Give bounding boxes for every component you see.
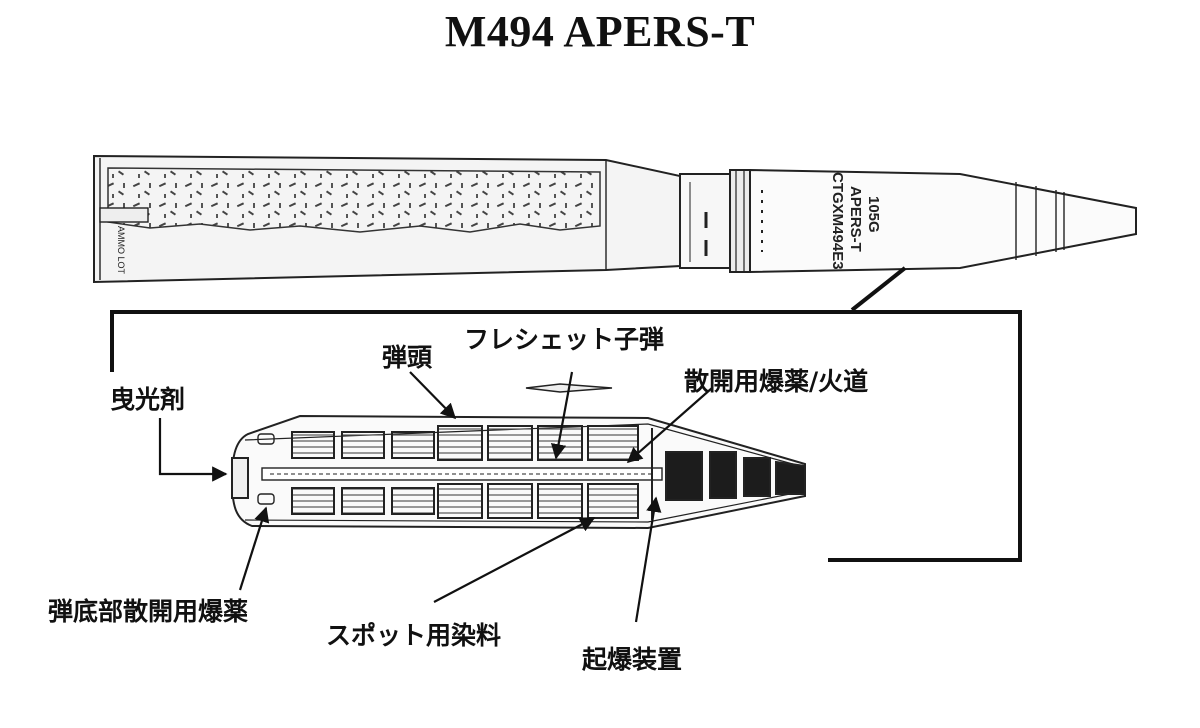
callout-base-expelling-charge: 弾底部散開用爆薬 (48, 597, 249, 626)
page-title: M494 APERS-T (444, 7, 756, 56)
leader-base-charge (238, 506, 270, 591)
leader-warhead (409, 371, 457, 420)
callout-spotting-dye: スポット用染料 (326, 621, 502, 650)
callout-tracer: 曳光剤 (110, 385, 186, 414)
callout-expelling-charge: 散開用爆薬/火道 (684, 367, 869, 396)
connector-bracket (110, 266, 1022, 562)
marking-lot: AMMO LOT (116, 226, 126, 275)
base-expelling-charge-pellet (257, 493, 275, 505)
marking-model: CTGXM494E3 (829, 172, 846, 270)
primer-tube (99, 207, 149, 223)
marking-type: APERS-T (847, 186, 864, 252)
callout-warhead: 弾頭 (382, 343, 433, 372)
rotating-band (729, 169, 751, 273)
callout-flechette: フレシェット子弾 (464, 325, 665, 354)
callout-fuze: 起爆装置 (582, 645, 683, 674)
propellant-charge (107, 167, 601, 233)
fuze-assembly (651, 428, 806, 520)
marking-caliber: 105G (865, 196, 882, 233)
complete-cartridge (93, 154, 1137, 284)
leader-flechette (550, 371, 574, 460)
leader-spotting-dye (433, 517, 596, 603)
flechette-packs-lower (291, 483, 639, 519)
projectile-body (749, 168, 1137, 274)
leader-fuze (634, 496, 662, 623)
leader-expelling-charge (626, 387, 713, 464)
leader-tracer (158, 418, 228, 482)
tracer-element (231, 457, 249, 499)
projectile-cutaway (230, 383, 806, 530)
leader-lines (158, 371, 713, 623)
